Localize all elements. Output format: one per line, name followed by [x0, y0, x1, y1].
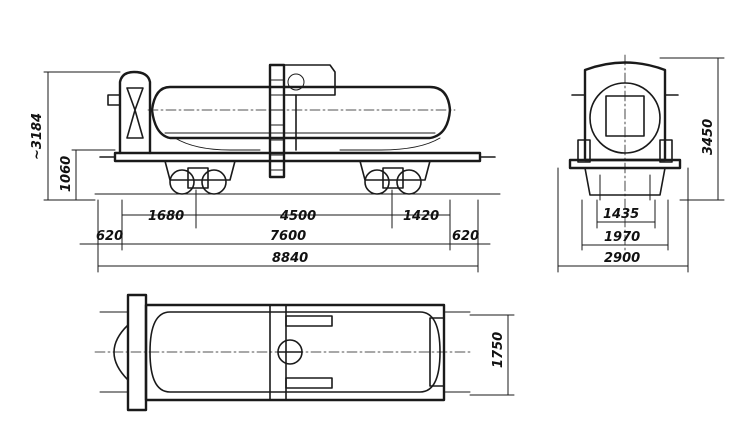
dim-gauge: 1435 — [603, 207, 639, 222]
bogie-right — [359, 160, 431, 195]
side-view: ~3184 1060 1680 4500 1420 620 7600 620 8… — [30, 63, 501, 273]
brake-hut-step — [107, 94, 121, 106]
bogie-left — [164, 160, 236, 195]
brake-hut — [118, 70, 152, 155]
top-tank — [149, 311, 441, 393]
dim-overhang-left: 620 — [96, 229, 123, 244]
tank-saddle-right — [339, 137, 441, 151]
end-tank-outline — [583, 61, 667, 162]
dim-overall-length: 8840 — [272, 251, 308, 266]
dim-wheel-base-width: 1970 — [604, 230, 640, 245]
underframe — [113, 151, 482, 163]
end-frame — [568, 158, 682, 170]
dome — [283, 64, 336, 96]
dim-frame-height: 1060 — [59, 156, 74, 192]
dim-bogie-right-offset: 1420 — [403, 209, 439, 224]
dim-frame-length: 7600 — [270, 229, 306, 244]
brake-hut-window — [126, 87, 144, 139]
top-view: 1750 — [94, 293, 515, 412]
dim-overall-width: 2900 — [604, 251, 640, 266]
tank-body — [150, 85, 452, 140]
dim-top-width: 1750 — [491, 332, 506, 368]
dim-end-height: 3450 — [701, 119, 716, 155]
dim-bogie-spacing: 4500 — [279, 209, 316, 224]
end-view: 3450 1435 1970 2900 — [557, 54, 725, 273]
dome-valve — [287, 73, 305, 91]
tank-saddle-left — [174, 137, 261, 151]
top-brake-hut — [113, 324, 129, 381]
ladder — [268, 63, 286, 179]
top-brake-platform — [126, 293, 148, 412]
dim-height-total: ~3184 — [30, 113, 45, 160]
dim-overhang-right: 620 — [452, 229, 479, 244]
dim-bogie-left-offset: 1680 — [148, 209, 184, 224]
